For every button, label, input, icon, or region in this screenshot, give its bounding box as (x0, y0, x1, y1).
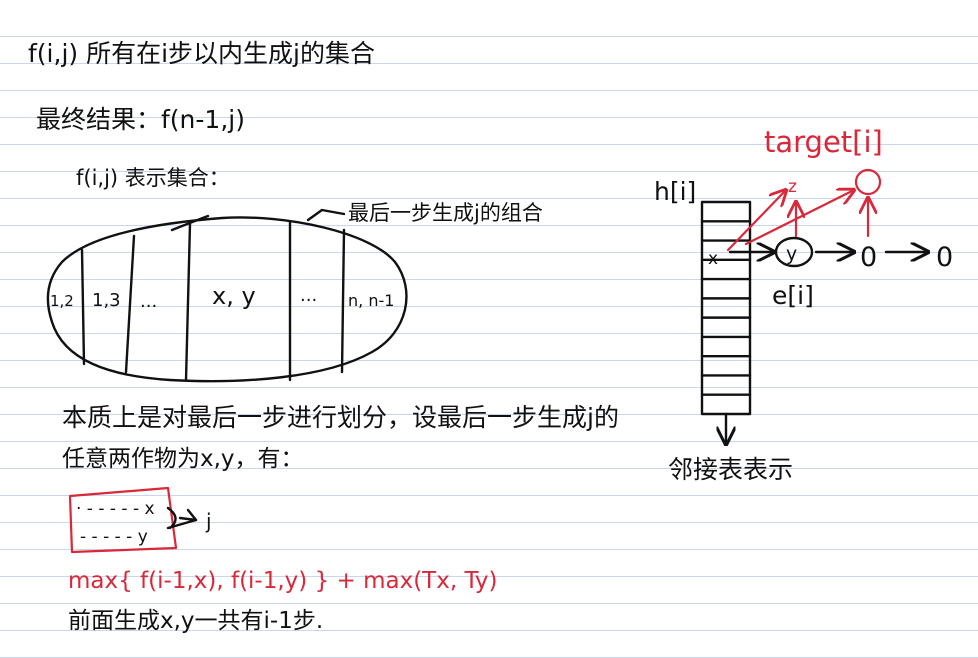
conclusion-line: 前面生成x,y一共有i-1步. (68, 608, 323, 634)
ellipse-section: ··· (300, 290, 317, 311)
chain-node: 0 (860, 242, 877, 273)
node-y-circle (774, 236, 814, 268)
target-node-circle (854, 168, 882, 196)
red-edge-arrow (726, 190, 786, 252)
ellipse-annotation: 最后一步生成j的组合 (348, 201, 543, 225)
set-ellipse (46, 216, 408, 383)
h-array-label: h[i] (654, 177, 696, 206)
section-divider (124, 234, 136, 374)
ellipse-section: ··· (140, 296, 157, 317)
annotation-arrow (306, 208, 346, 222)
target-label: target[i] (764, 125, 883, 159)
derivation-j: j (205, 509, 212, 533)
merge-arrow-head (178, 508, 198, 522)
annotation-tick (170, 214, 210, 232)
definition-line: f(i,j) 所有在i步以内生成j的集合 (28, 39, 375, 68)
e-array-label: e[i] (772, 281, 814, 310)
ellipse-section: 1,3 (92, 290, 121, 311)
section-divider (340, 228, 346, 374)
adjacency-caption: 邻接表表示 (668, 455, 793, 484)
recurrence-formula: max{ f(i-1,x), f(i-1,y) } + max(Tx, Ty) (68, 568, 498, 594)
section-divider (184, 222, 192, 382)
body-line-1: 本质上是对最后一步进行划分，设最后一步生成j的 (62, 403, 619, 432)
chain-node: 0 (936, 242, 953, 273)
final-result-line: 最终结果：f(n-1,j) (36, 105, 245, 134)
h-cell-x: x (708, 249, 718, 269)
derivation-x-row: · - - - - - x (76, 499, 155, 519)
node-y: y (786, 243, 797, 265)
z-label: z (788, 177, 797, 197)
section-divider (80, 248, 86, 366)
ellipse-section: n, n-1 (348, 291, 394, 310)
ellipse-section: 1,2 (50, 292, 74, 310)
merge-brace (166, 506, 198, 530)
body-line-2: 任意两作物为x,y，有： (62, 446, 304, 472)
red-edge-arrow (744, 190, 854, 246)
highlight-box (68, 486, 178, 554)
set-partition-line: f(i,j) 表示集合： (76, 166, 230, 190)
derivation-y-row: - - - - - y (80, 527, 148, 547)
ellipse-section: x, y (212, 282, 256, 310)
